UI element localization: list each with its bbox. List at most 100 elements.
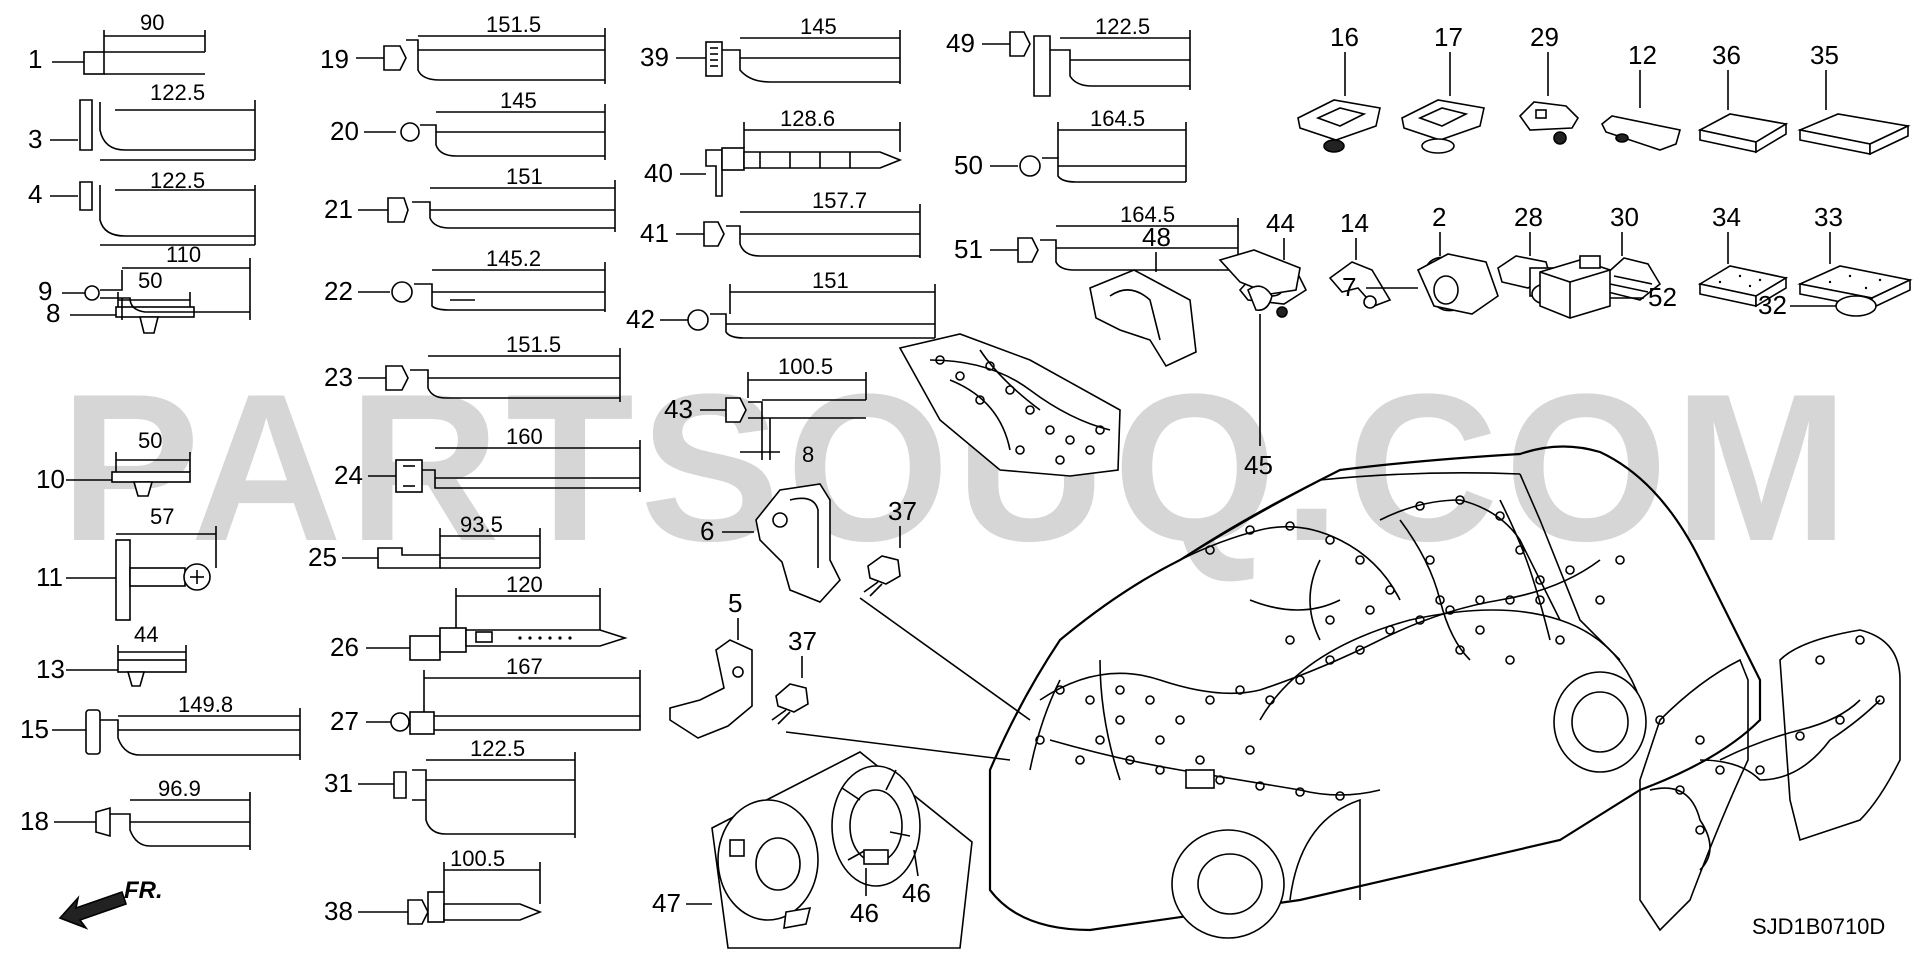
clip-26[interactable]: 26 120 xyxy=(330,572,628,662)
clip-19[interactable]: 19 151.5 xyxy=(320,12,606,84)
dashboard-harness[interactable] xyxy=(898,333,1121,477)
front-direction-arrow: FR. xyxy=(58,877,163,930)
clip-18[interactable]: 18 96.9 xyxy=(20,776,251,850)
part-number-36: 36 xyxy=(1712,40,1741,70)
part-12[interactable]: 12 xyxy=(1600,40,1682,151)
part-30[interactable]: 30 xyxy=(1603,202,1662,301)
part-35[interactable]: 35 xyxy=(1797,40,1911,156)
clip-3[interactable]: 3 122.5 xyxy=(28,80,256,161)
clip-22[interactable]: 22 145.2 xyxy=(324,246,606,312)
clip-42[interactable]: 42 151 xyxy=(626,268,936,339)
clip-10[interactable]: 10 50 xyxy=(36,428,191,497)
dimension-label-43-width: 8 xyxy=(802,442,814,467)
part-number-9: 9 xyxy=(38,276,52,306)
part-37-lower[interactable]: 37 xyxy=(771,626,817,725)
part-34[interactable]: 34 xyxy=(1697,202,1789,308)
clip-4[interactable]: 4 122.5 xyxy=(28,168,256,246)
dimension-label-43: 100.5 xyxy=(778,354,833,379)
clip-41[interactable]: 41 157.7 xyxy=(640,188,921,258)
part-number-31: 31 xyxy=(324,768,353,798)
dimension-label-18: 96.9 xyxy=(158,776,201,801)
dimension-label-8: 50 xyxy=(138,268,162,293)
dimension-label-25: 93.5 xyxy=(460,512,503,537)
dimension-label-10: 50 xyxy=(138,428,162,453)
dimension-label-42: 151 xyxy=(812,268,849,293)
dimension-label-15: 149.8 xyxy=(178,692,233,717)
part-number-19: 19 xyxy=(320,44,349,74)
part-5[interactable]: 5 xyxy=(669,588,753,739)
part-number-49: 49 xyxy=(946,28,975,58)
dimension-label-51: 164.5 xyxy=(1120,202,1175,227)
door-harness[interactable] xyxy=(1639,629,1901,932)
part-7[interactable]: 7 xyxy=(1342,253,1499,315)
part-29[interactable]: 29 xyxy=(1518,22,1580,145)
part-number-26: 26 xyxy=(330,632,359,662)
part-14[interactable]: 14 xyxy=(1328,208,1392,309)
part-number-34: 34 xyxy=(1712,202,1741,232)
clip-50[interactable]: 50 164.5 xyxy=(954,106,1187,183)
clip-31[interactable]: 31 122.5 xyxy=(324,736,576,838)
part-33[interactable]: 33 xyxy=(1797,202,1913,310)
part-16[interactable]: 16 xyxy=(1297,22,1381,153)
part-48[interactable]: 48 xyxy=(1089,222,1197,368)
part-32[interactable]: 32 xyxy=(1758,290,1877,320)
part-number-30: 30 xyxy=(1610,202,1639,232)
clip-43[interactable]: 43 100.5 8 xyxy=(664,354,867,467)
dimension-label-21: 151 xyxy=(506,164,543,189)
clip-11[interactable]: 11 57 xyxy=(36,504,217,621)
part-number-47: 47 xyxy=(652,888,681,918)
dimension-label-31: 122.5 xyxy=(470,736,525,761)
clip-15[interactable]: 15 149.8 xyxy=(20,692,301,760)
part-number-23: 23 xyxy=(324,362,353,392)
dimension-label-23: 151.5 xyxy=(506,332,561,357)
harness-connectors xyxy=(1035,495,1885,835)
clip-9-shape[interactable]: 110 xyxy=(62,242,251,320)
part-number-22: 22 xyxy=(324,276,353,306)
drawing-code: SJD1B0710D xyxy=(1752,914,1885,939)
leader-line-6 xyxy=(859,597,1031,721)
clip-49[interactable]: 49 122.5 xyxy=(946,14,1191,97)
clip-24[interactable]: 24 160 xyxy=(334,424,641,493)
clip-25[interactable]: 25 93.5 xyxy=(308,512,541,572)
part-number-28: 28 xyxy=(1514,202,1543,232)
leader-line-5 xyxy=(785,731,1011,761)
dimension-label-22: 145.2 xyxy=(486,246,541,271)
clip-8[interactable]: 8 50 xyxy=(46,268,195,334)
dimension-label-50: 164.5 xyxy=(1090,106,1145,131)
clip-39[interactable]: 39 145 xyxy=(640,14,901,84)
dimension-label-39: 145 xyxy=(800,14,837,39)
part-number-8: 8 xyxy=(46,298,60,328)
part-36[interactable]: 36 xyxy=(1697,40,1789,154)
clip-20[interactable]: 20 145 xyxy=(330,88,606,160)
dimension-label-24: 160 xyxy=(506,424,543,449)
part-number-1: 1 xyxy=(28,44,42,74)
part-number-7: 7 xyxy=(1342,272,1356,302)
part-number-45: 45 xyxy=(1244,450,1273,480)
dimension-label-3: 122.5 xyxy=(150,80,205,105)
part-6[interactable]: 6 xyxy=(700,483,841,603)
part-number-14: 14 xyxy=(1340,208,1369,238)
part-number-32: 32 xyxy=(1758,290,1787,320)
clip-27[interactable]: 27 167 xyxy=(330,654,641,736)
part-number-51: 51 xyxy=(954,234,983,264)
main-wire-harness[interactable] xyxy=(1029,499,1601,796)
clip-51[interactable]: 51 164.5 xyxy=(954,202,1239,272)
clip-1[interactable]: 1 90 xyxy=(28,10,206,75)
part-number-15: 15 xyxy=(20,714,49,744)
part-number-3: 3 xyxy=(28,124,42,154)
part-52[interactable]: 52 xyxy=(1539,255,1677,319)
clip-21[interactable]: 21 151 xyxy=(324,164,616,232)
part-17[interactable]: 17 xyxy=(1401,22,1485,154)
clip-23[interactable]: 23 151.5 xyxy=(324,332,621,402)
clip-38[interactable]: 38 100.5 xyxy=(324,846,543,926)
clip-40[interactable]: 40 128.6 xyxy=(644,106,903,197)
dimension-label-49: 122.5 xyxy=(1095,14,1150,39)
dimension-label-20: 145 xyxy=(500,88,537,113)
clip-9[interactable]: 9 xyxy=(38,276,52,306)
part-number-11: 11 xyxy=(36,562,63,592)
clip-13[interactable]: 13 44 xyxy=(36,622,187,687)
part-45[interactable]: 45 xyxy=(1218,249,1301,480)
clock-spring-assembly[interactable]: 47 46 46 xyxy=(652,751,973,949)
part-37-upper[interactable]: 37 xyxy=(863,496,917,597)
part-number-42: 42 xyxy=(626,304,655,334)
